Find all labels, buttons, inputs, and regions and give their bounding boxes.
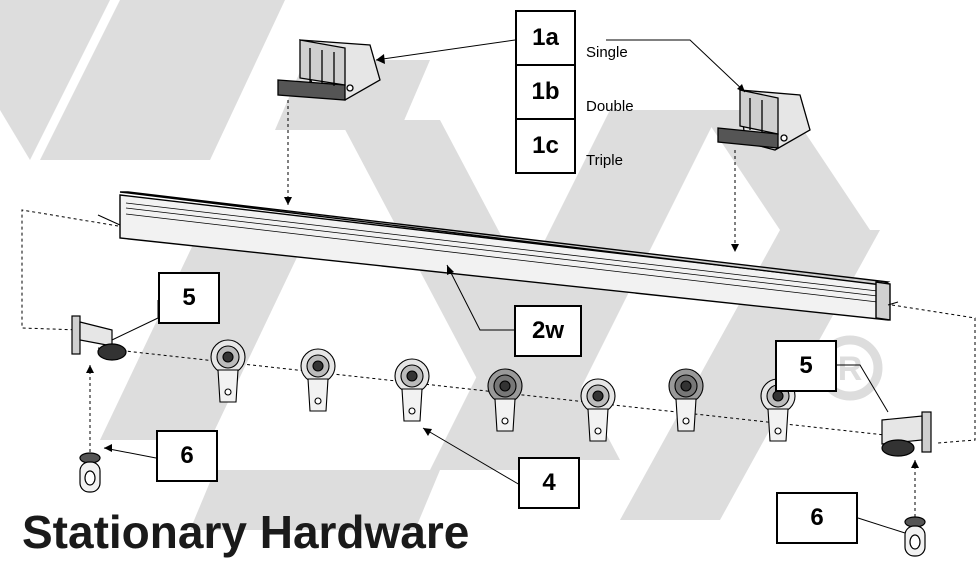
callout-4: 4 <box>518 457 580 509</box>
callout-6-right: 6 <box>776 492 858 544</box>
end-cap-left <box>79 452 101 493</box>
end-cap-right <box>904 516 926 557</box>
roller-carrier <box>668 368 704 432</box>
mounting-clip-right <box>717 89 811 151</box>
roller-carrier <box>300 348 336 412</box>
variant-label-single: Single <box>586 44 628 61</box>
variant-label-double: Double <box>586 98 634 115</box>
roller-carrier <box>210 339 246 403</box>
callout-5-left: 5 <box>158 272 220 324</box>
roller-carrier <box>487 368 523 432</box>
roller-carrier <box>760 378 796 442</box>
callout-1b: 1b <box>515 64 576 120</box>
end-stop-right <box>881 411 932 457</box>
roller-carrier <box>580 378 616 442</box>
roller-carrier <box>394 358 430 422</box>
variant-label-triple: Triple <box>586 152 623 169</box>
callout-1c: 1c <box>515 118 576 174</box>
callout-2w: 2w <box>514 305 582 357</box>
mounting-clip-left <box>277 39 381 101</box>
arrowheads <box>86 54 919 468</box>
callout-5-right: 5 <box>775 340 837 392</box>
track-rail <box>119 191 891 321</box>
callout-6-left: 6 <box>156 430 218 482</box>
callout-1a: 1a <box>515 10 576 66</box>
svg-text:R: R <box>838 350 863 388</box>
end-stop-left <box>71 315 127 361</box>
page-title: Stationary Hardware <box>22 506 470 558</box>
